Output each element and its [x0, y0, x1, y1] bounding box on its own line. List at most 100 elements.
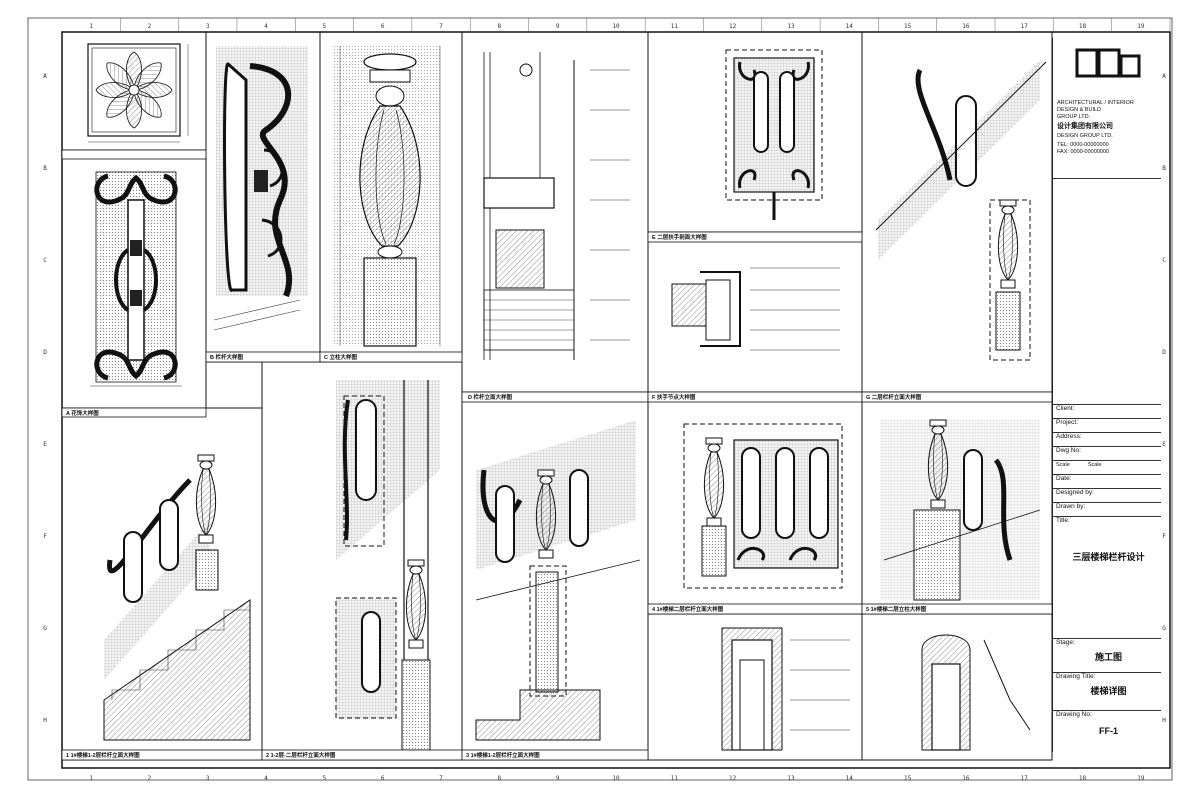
- grid-number: 9: [556, 23, 560, 30]
- grid-letter: A: [43, 73, 47, 80]
- caption-wall-section: D 栏杆立面大样图: [468, 395, 513, 401]
- handrail-scroll-detail: [213, 46, 308, 331]
- grid-number: 3: [206, 775, 210, 782]
- drawing-title-row: Drawing Title: 楼梯详图: [1053, 672, 1161, 710]
- drawing-no-row: Drawing No: FF-1: [1053, 710, 1161, 752]
- grid-number: 10: [612, 775, 620, 782]
- project-row: Project:: [1053, 418, 1161, 432]
- scale-row: Scale Scale: [1053, 460, 1161, 474]
- title-row: Title: 三层楼梯栏杆设计: [1053, 516, 1161, 596]
- grid-letter: E: [1162, 441, 1166, 448]
- grid-number: 2: [148, 23, 152, 30]
- caption-lower-2: 2 1-2层-二层栏杆立面大样图: [266, 753, 336, 759]
- railing-elevation-4: [683, 423, 843, 589]
- grid-number: 14: [846, 23, 854, 30]
- title-block: ARCHITECTURAL / INTERIOR DESIGN & BUILD …: [1052, 38, 1161, 752]
- grid-number: 13: [787, 775, 795, 782]
- stair-rail-elevation-g: [875, 60, 1047, 361]
- grid-number: 6: [381, 775, 385, 782]
- caption-panel-g: G 二层栏杆立面大样图: [866, 395, 922, 401]
- grid-number: 16: [962, 23, 970, 30]
- grid-letter: G: [43, 625, 47, 632]
- railing-panel-elevation-e: [725, 49, 823, 220]
- firm-name-en-2: DESIGN & BUILD: [1057, 107, 1102, 113]
- grid-letter: F: [43, 533, 47, 540]
- grid-reference-top: 1122334455667788991010111112121313141415…: [89, 18, 1171, 782]
- caption-lower-4: 4 1#楼梯二层栏杆立面大样图: [652, 607, 724, 613]
- grid-number: 1: [89, 23, 93, 30]
- scroll-baluster-elevation: [90, 171, 182, 387]
- grid-number: 3: [206, 23, 210, 30]
- railing-elevation-5: [880, 419, 1041, 601]
- grid-number: 11: [671, 775, 679, 782]
- firm-fax: FAX: 0000-00000000: [1057, 149, 1109, 155]
- grid-number: 13: [787, 23, 795, 30]
- caption-rosette: A 花饰大样图: [66, 411, 99, 417]
- stage-row: Stage: 施工图: [1053, 638, 1161, 672]
- dwg-no-row: Dwg No:: [1053, 446, 1161, 460]
- client-row: Client:: [1053, 404, 1161, 418]
- address-row: Address:: [1053, 432, 1161, 446]
- designer-row: Designed by:: [1053, 488, 1161, 502]
- grid-letter: E: [43, 441, 47, 448]
- grid-number: 7: [439, 23, 443, 30]
- grid-letter: H: [1162, 717, 1166, 724]
- grid-number: 14: [846, 775, 854, 782]
- grid-number: 15: [904, 775, 912, 782]
- grid-letter: B: [43, 165, 47, 172]
- firm-name-en-4: DESIGN GROUP LTD.: [1057, 133, 1113, 139]
- turned-post-elevation: [332, 46, 442, 347]
- firm-name-en-3: GROUP LTD.: [1057, 114, 1091, 120]
- caption-lower-3: 3 1#楼梯1-2层栏杆立面大样图: [466, 753, 540, 759]
- grid-number: 2: [148, 775, 152, 782]
- stair-railing-elevation-1: [103, 454, 251, 741]
- grid-number: 8: [498, 23, 502, 30]
- revision-area: [1053, 178, 1161, 404]
- grid-letter: B: [1162, 165, 1166, 172]
- grid-number: 5: [323, 775, 327, 782]
- grid-number: 10: [612, 23, 620, 30]
- grid-number: 1: [89, 775, 93, 782]
- grid-number: 12: [729, 23, 737, 30]
- caption-lower-5: 5 1#楼梯二层立柱大样图: [866, 607, 927, 613]
- rosette-ornament-detail: [87, 43, 189, 143]
- grid-number: 18: [1079, 23, 1087, 30]
- grid-letter: D: [43, 349, 47, 356]
- grid-number: 6: [381, 23, 385, 30]
- firm-tel: TEL: 0000-00000000: [1057, 142, 1109, 148]
- grid-number: 18: [1079, 775, 1087, 782]
- caption-panel-f: F 扶手节点大样图: [652, 395, 696, 401]
- stair-railing-elevation-3: [475, 420, 641, 741]
- drawn-row: Drawn by:: [1053, 502, 1161, 516]
- caption-turned-post: C 立柱大样图: [324, 355, 358, 361]
- grid-number: 4: [264, 775, 268, 782]
- firm-logo: [1075, 48, 1141, 78]
- grid-number: 12: [729, 775, 737, 782]
- grid-number: 19: [1137, 23, 1145, 30]
- grid-number: 16: [962, 775, 970, 782]
- post-section-detail-6: [721, 627, 850, 751]
- grid-number: 9: [556, 775, 560, 782]
- grid-number: 11: [671, 23, 679, 30]
- grid-number: 5: [323, 23, 327, 30]
- drawing-title: 三层楼梯栏杆设计: [1072, 552, 1145, 562]
- grid-letter: C: [1162, 257, 1166, 264]
- firm-name-cn: 设计集团有限公司: [1057, 123, 1113, 130]
- grid-number: 4: [264, 23, 268, 30]
- grid-letter: H: [43, 717, 47, 724]
- grid-number: 17: [1021, 23, 1029, 30]
- grid-letter: D: [1162, 349, 1166, 356]
- post-section-detail-7: [921, 634, 1031, 751]
- firm-name-en-1: ARCHITECTURAL / INTERIOR: [1057, 100, 1134, 106]
- wall-section-detail: [483, 52, 630, 360]
- stair-railing-elevation-2: [335, 380, 440, 751]
- grid-letter: F: [1162, 533, 1166, 540]
- caption-handrail-scroll: B 栏杆大样图: [210, 355, 244, 361]
- grid-letter: A: [1162, 73, 1166, 80]
- grid-number: 15: [904, 23, 912, 30]
- caption-panel-e: E 二层扶手剖面大样图: [652, 235, 707, 241]
- handrail-node-section: [671, 267, 840, 351]
- grid-number: 17: [1021, 775, 1029, 782]
